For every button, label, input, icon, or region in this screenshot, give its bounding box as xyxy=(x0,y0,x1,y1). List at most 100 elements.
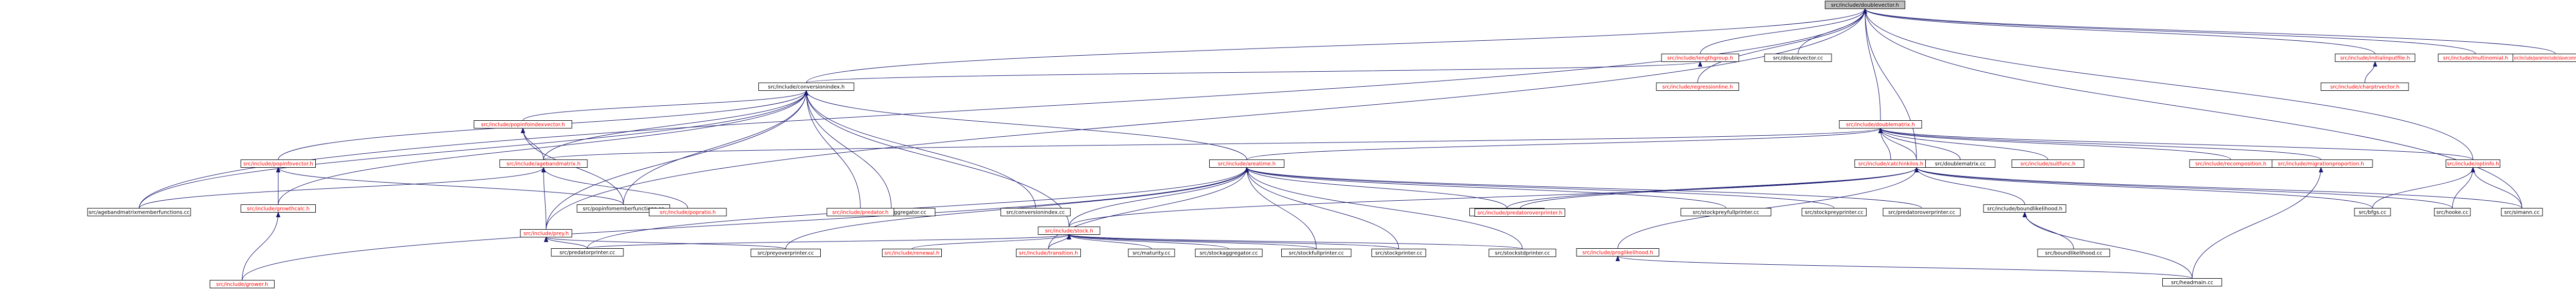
node-label: src/predatoroverprinter.cc xyxy=(1888,210,1955,216)
node-box xyxy=(1281,249,1351,257)
graph-node[interactable]: src/bfgs.cc xyxy=(2354,208,2391,216)
node-label: src/include/initialinputfile.h xyxy=(2340,56,2410,61)
graph-node[interactable]: src/conversionindex.cc xyxy=(1001,208,1071,216)
dependency-edge xyxy=(1246,167,1317,249)
graph-node[interactable]: src/include/predatoroverprinter.h xyxy=(1475,208,1565,217)
node-label: src/simann.cc xyxy=(2504,210,2540,216)
graph-node[interactable]: src/include/recomposition.h xyxy=(2189,159,2273,168)
graph-node[interactable]: src/maturity.cc xyxy=(1128,249,1175,257)
graph-node[interactable]: src/simann.cc xyxy=(2501,208,2543,216)
edge-arrowhead xyxy=(541,167,546,172)
node-box xyxy=(1488,249,1556,257)
graph-node[interactable]: src/include/conversionindex.h xyxy=(758,83,854,91)
graph-node[interactable]: src/hooke.cc xyxy=(2434,208,2471,216)
node-box xyxy=(1209,159,1284,168)
graph-node[interactable]: src/include/migrationproportion.h xyxy=(2269,159,2373,168)
graph-node[interactable]: src/predatorprinter.cc xyxy=(551,248,624,256)
graph-node[interactable]: src/stockstdprinter.cc xyxy=(1488,249,1556,257)
node-label: src/include/regressionline.h xyxy=(1662,85,1733,90)
graph-node[interactable]: src/include/prey.h xyxy=(520,229,572,237)
dependency-edge xyxy=(1519,167,1917,209)
node-label: src/predatorprinter.cc xyxy=(560,250,615,256)
graph-node[interactable]: src/doublematrix.cc xyxy=(1925,159,1995,168)
graph-node[interactable]: src/include/multinomial.h xyxy=(2438,54,2513,62)
dependency-edge xyxy=(242,212,279,281)
node-label: src/agebandmatrixmemberfunctions.cc xyxy=(89,210,190,216)
graph-node[interactable]: src/include/lengthgroup.h xyxy=(1661,54,1739,62)
node-label: src/hooke.cc xyxy=(2436,210,2468,216)
node-label: src/doublematrix.cc xyxy=(1935,162,1986,167)
node-box xyxy=(1475,208,1565,217)
node-box xyxy=(2335,54,2415,62)
dependency-edge xyxy=(1069,234,1523,249)
graph-node[interactable]: src/include/doublematrix.h xyxy=(1839,120,1922,129)
graph-node[interactable]: src/stockfullprinter.cc xyxy=(1281,249,1351,257)
graph-node[interactable]: src/include/initialinputfile.h xyxy=(2335,54,2415,62)
node-box xyxy=(499,159,588,168)
dependency-edge xyxy=(1865,8,2476,54)
node-label: src/include/stock.h xyxy=(1045,229,1093,234)
graph-node[interactable]: src/stockprinter.cc xyxy=(1371,249,1426,257)
graph-node[interactable]: src/agebandmatrixmemberfunctions.cc xyxy=(87,208,191,216)
graph-node[interactable]: src/include/optinfo.h xyxy=(2446,159,2500,168)
graph-node[interactable]: src/boundlikelihood.cc xyxy=(2037,249,2110,257)
graph-node[interactable]: src/include/regressionline.h xyxy=(1656,83,1739,91)
graph-node[interactable]: src/include/proglikelihood.h xyxy=(1576,248,1659,256)
node-box xyxy=(649,208,727,216)
graph-node[interactable]: src/include/areatime.h xyxy=(1209,159,1284,168)
graph-node[interactable]: src/stockaggregator.cc xyxy=(1195,249,1263,257)
edge-arrowhead xyxy=(520,127,526,133)
graph-node[interactable]: src/stockpreyfullprinter.cc xyxy=(1681,208,1771,216)
graph-node[interactable]: src/include/growthcalc.h xyxy=(241,204,316,213)
node-label: src/include/optinfo.h xyxy=(2447,162,2499,167)
node-label: src/include/catchinkilos.h xyxy=(1858,162,1923,167)
edge-arrowhead xyxy=(804,90,809,95)
dependency-edge xyxy=(278,90,807,205)
graph-node[interactable]: src/include/popinfoindexvector.h xyxy=(473,120,572,129)
graph-node[interactable]: src/include/predator.h xyxy=(826,208,894,216)
node-box xyxy=(241,159,316,168)
node-box xyxy=(1839,120,1922,129)
graph-node[interactable]: src/preyoverprinter.cc xyxy=(751,249,821,257)
dependency-edge xyxy=(543,167,547,230)
graph-node[interactable]: src/include/charptrvector.h xyxy=(2320,83,2409,91)
node-box xyxy=(1001,208,1071,216)
graph-node[interactable]: src/predatoroverprinter.cc xyxy=(1883,208,1961,216)
graph-node[interactable]: src/include/popratio.h xyxy=(649,208,727,216)
dependency-edge xyxy=(2024,212,2193,279)
graph-node[interactable]: src/include/transition.h xyxy=(1016,249,1081,257)
node-box xyxy=(1661,54,1739,62)
dependency-edge xyxy=(1880,128,2321,160)
graph-node[interactable]: src/include/popinfovector.h xyxy=(241,159,316,168)
node-label: src/include/doublematrix.h xyxy=(1846,122,1915,128)
node-label: src/include/suitfunc.h xyxy=(2020,162,2075,167)
node-box xyxy=(1925,159,1995,168)
graph-node[interactable]: src/include/suitfunc.h xyxy=(2011,159,2084,168)
graph-node[interactable]: src/include/agebandmatrix.h xyxy=(499,159,588,168)
dependency-edge xyxy=(1865,8,2376,54)
edge-arrowhead xyxy=(1066,234,1072,239)
graph-root-node: src/include/doublevector.h xyxy=(1825,1,1905,9)
graph-node[interactable]: src/include/boundlikelihood.h xyxy=(1983,204,2066,213)
graph-node[interactable]: src/include/renewal.h xyxy=(882,249,942,257)
graph-node[interactable]: src/include/stock.h xyxy=(1038,227,1100,235)
node-label: src/boundlikelihood.cc xyxy=(2045,251,2102,256)
node-box xyxy=(826,208,894,216)
dependency-edge xyxy=(1865,8,2522,208)
dependency-edge xyxy=(806,90,861,208)
node-box xyxy=(520,229,572,237)
node-label: src/include/paraminclude/slavecommunicat… xyxy=(2514,56,2576,61)
dependency-edge xyxy=(1916,167,2373,208)
graph-node[interactable]: src/doublevector.cc xyxy=(1764,54,1832,62)
dependency-edge xyxy=(1069,234,1317,249)
graph-node[interactable]: src/include/grower.h xyxy=(210,280,275,288)
graph-node[interactable]: src/stockpreyprinter.cc xyxy=(1802,208,1867,216)
node-box xyxy=(751,249,821,257)
node-label: src/include/predator.h xyxy=(832,210,888,216)
graph-node[interactable]: src/include/catchinkilos.h xyxy=(1854,159,1927,168)
edge-arrowhead xyxy=(1914,167,1919,172)
graph-node[interactable]: src/include/paraminclude/slavecommunicat… xyxy=(2513,54,2576,62)
edges-layer xyxy=(139,8,2556,281)
graph-node[interactable]: src/headmain.cc xyxy=(2162,278,2222,286)
node-box xyxy=(758,83,854,91)
